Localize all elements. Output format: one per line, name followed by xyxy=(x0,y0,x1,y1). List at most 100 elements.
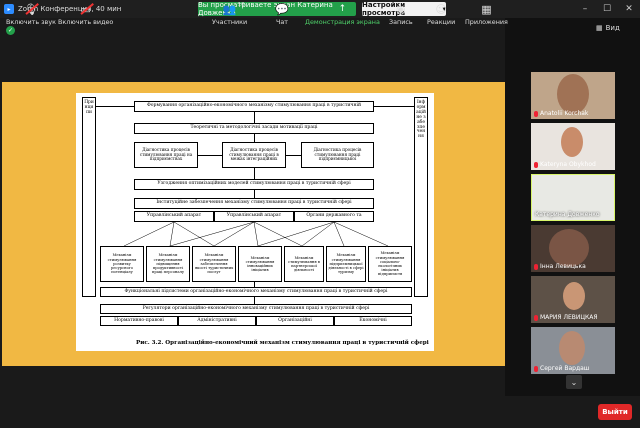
security-shield-icon[interactable]: ✓ xyxy=(6,26,15,35)
video-tile-1[interactable]: Anatolii Korchak xyxy=(531,72,615,119)
connector xyxy=(254,168,255,179)
scroll-down-chevron-icon[interactable]: ⌄ xyxy=(566,375,582,389)
principles-label: Принципи xyxy=(84,100,94,115)
apparatus-box-2: Управлінський апарат xyxy=(214,211,294,222)
reactions-label: Реакции xyxy=(427,18,456,26)
participants-label: Участники xyxy=(212,18,248,26)
share-screen-label: Демонстрация экрана xyxy=(305,18,380,26)
participant-name: МАРИЯ ЛЕВИЦКАЯ xyxy=(540,314,598,321)
chat-button[interactable]: 💬 Чат xyxy=(275,2,289,27)
participant-name: Інна Левицька xyxy=(540,263,586,270)
connector xyxy=(198,155,222,156)
start-video-label: Включить видео xyxy=(58,18,114,26)
close-icon[interactable]: ✕ xyxy=(625,4,633,14)
minimize-icon[interactable]: – xyxy=(582,4,588,14)
microphone-icon: 🎙 xyxy=(24,2,38,16)
mechanism-box-4: Механізм стимулювання інноваційних ініці… xyxy=(238,246,282,282)
reactions-icon: ☺ xyxy=(435,2,447,16)
connector xyxy=(254,190,255,198)
agreement-box: Узгодження оптимізаційних моделей стимул… xyxy=(134,179,374,190)
diagnostics-box-2: Діагностика процесів стимулювання праці … xyxy=(222,142,286,168)
diagnostics-box-1: Діагностика процесів стимулювання праці … xyxy=(134,142,198,168)
record-button[interactable]: ◉ Запись xyxy=(389,2,413,27)
participant-video xyxy=(549,229,589,267)
participant-name-tag: Anatolii Korchak xyxy=(534,110,588,117)
share-screen-button[interactable]: ↑ Демонстрация экрана xyxy=(305,2,380,26)
view-options-button[interactable]: Настройки просмотра ▾ xyxy=(362,1,446,17)
muted-mic-icon xyxy=(534,161,538,168)
figure-caption: Рис. 3.2. Організаційно-економічний меха… xyxy=(136,340,429,346)
participant-name-tag: Сергей Вардаш xyxy=(534,365,589,372)
functional-subsystems-box: Функціональні підсистеми організаційно-е… xyxy=(100,287,412,297)
window-title: Zoom Конференция, 40 мин xyxy=(18,5,122,13)
participants-count: 10 xyxy=(237,2,245,8)
mechanism-box-6: Механізм стимулювання підприємницької ді… xyxy=(326,246,366,282)
participant-video xyxy=(557,74,589,114)
institutional-box: Інституційне забезпечення механізму стим… xyxy=(134,198,374,209)
info-support-box xyxy=(414,97,428,297)
muted-mic-icon xyxy=(534,263,538,270)
theory-box: Теоретичні та методологічні засади мотив… xyxy=(134,123,374,134)
record-label: Запись xyxy=(389,18,413,26)
diagnostics-box-3: Діагностика процесів стимулювання праці … xyxy=(301,142,374,168)
unmute-label: Включить звук xyxy=(6,18,56,26)
regulator-type-1: Нормативно-правові xyxy=(100,316,178,326)
connector xyxy=(254,282,255,287)
muted-mic-icon xyxy=(534,365,538,372)
mechanism-box-3: Механізм стимулювання забезпечення якост… xyxy=(192,246,236,282)
apps-button[interactable]: ▦ Приложения xyxy=(465,2,508,27)
muted-mic-icon xyxy=(534,314,538,321)
participant-video xyxy=(559,331,585,365)
video-tile-3-active-speaker[interactable]: Катерина Довженко xyxy=(531,174,615,221)
meeting-toolbar xyxy=(0,396,640,428)
mechanism-box-7: Механізм стимулювання соціально-екологіч… xyxy=(368,246,412,282)
mechanism-box-2: Механізм стимулювання підвищення продукт… xyxy=(146,246,190,282)
connector xyxy=(254,297,255,304)
video-tile-4[interactable]: Інна Левицька xyxy=(531,225,615,272)
connector xyxy=(254,134,255,142)
mechanism-box-1: Механізм стимулювання розвитку ресурсног… xyxy=(100,246,144,282)
connector xyxy=(286,155,301,156)
video-tile-2[interactable]: Kateryna Obykhod xyxy=(531,123,615,170)
participants-icon: 👥10 xyxy=(222,2,245,16)
record-icon: ◉ xyxy=(396,2,406,16)
participant-name: Катерина Довженко xyxy=(535,211,600,218)
participant-name-tag: Катерина Довженко xyxy=(535,211,600,218)
grid-icon: ▦ xyxy=(596,24,603,32)
apps-icon: ▦ xyxy=(481,2,492,16)
participant-name: Anatolii Korchak xyxy=(540,110,589,117)
zoom-logo-icon: ▸ xyxy=(4,4,14,14)
video-tile-5[interactable]: МАРИЯ ЛЕВИЦКАЯ xyxy=(531,276,615,323)
video-tile-6[interactable]: Сергей Вардаш xyxy=(531,327,615,374)
view-button-label: Вид xyxy=(605,24,620,32)
participant-video xyxy=(561,127,583,157)
connector xyxy=(96,106,134,107)
view-button[interactable]: ▦ Вид xyxy=(596,24,620,32)
muted-mic-icon xyxy=(534,110,538,117)
maximize-icon[interactable]: ☐ xyxy=(602,4,612,14)
connector xyxy=(374,106,414,107)
participants-button[interactable]: 👥10 Участники xyxy=(212,2,247,26)
view-options-label: Настройки просмотра xyxy=(362,1,406,17)
leave-button[interactable]: Выйти xyxy=(598,404,632,420)
participant-name-tag: МАРИЯ ЛЕВИЦКАЯ xyxy=(534,314,598,321)
participant-name-tag: Інна Левицька xyxy=(534,263,586,270)
regulator-type-4: Економічні xyxy=(334,316,412,326)
regulator-type-2: Адміністративні xyxy=(178,316,256,326)
mechanism-box-5: Механізм стимулювання в партнерської дія… xyxy=(284,246,324,282)
connector xyxy=(254,112,255,123)
screen-share-banner: Вы просматриваете экран Катерина Довженк… xyxy=(198,1,356,17)
unmute-button[interactable]: 🎙 Включить звук xyxy=(6,2,56,27)
reactions-button[interactable]: ☺ Реакции xyxy=(427,2,456,27)
regulator-type-3: Організаційні xyxy=(256,316,334,326)
camera-icon: ▭ xyxy=(80,2,91,16)
apps-label: Приложения xyxy=(465,18,508,26)
principles-box xyxy=(82,97,96,297)
participant-name: Kateryna Obykhod xyxy=(540,161,596,168)
participant-name: Сергей Вардаш xyxy=(540,365,590,372)
chat-icon: 💬 xyxy=(275,2,289,16)
participant-video xyxy=(563,282,585,310)
diagram-page: Принципи Інформаційне забезпечення Форму… xyxy=(76,93,434,351)
mechanism-connectors xyxy=(123,222,389,247)
start-video-button[interactable]: ▭ Включить видео xyxy=(58,2,114,27)
